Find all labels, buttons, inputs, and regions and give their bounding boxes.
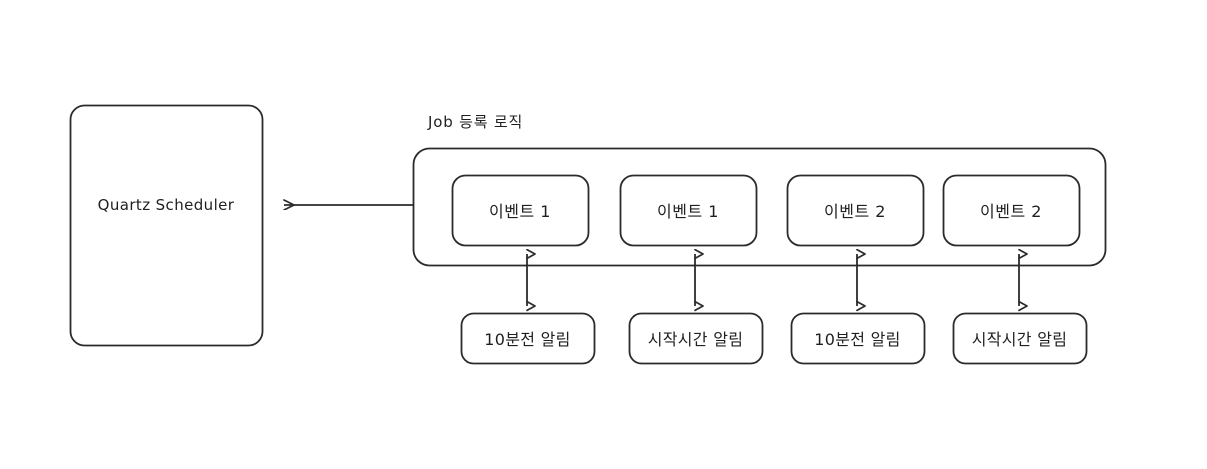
- notification-box-4[interactable]: [952, 312, 1088, 365]
- event-box-1[interactable]: [451, 174, 590, 247]
- notification-box-3[interactable]: [790, 312, 926, 365]
- event-box-4[interactable]: [942, 174, 1081, 247]
- notification-box-2[interactable]: [628, 312, 764, 365]
- quartz-scheduler-box[interactable]: [69, 104, 264, 347]
- notification-box-1[interactable]: [460, 312, 596, 365]
- event-box-2[interactable]: [619, 174, 758, 247]
- event-box-3[interactable]: [786, 174, 925, 247]
